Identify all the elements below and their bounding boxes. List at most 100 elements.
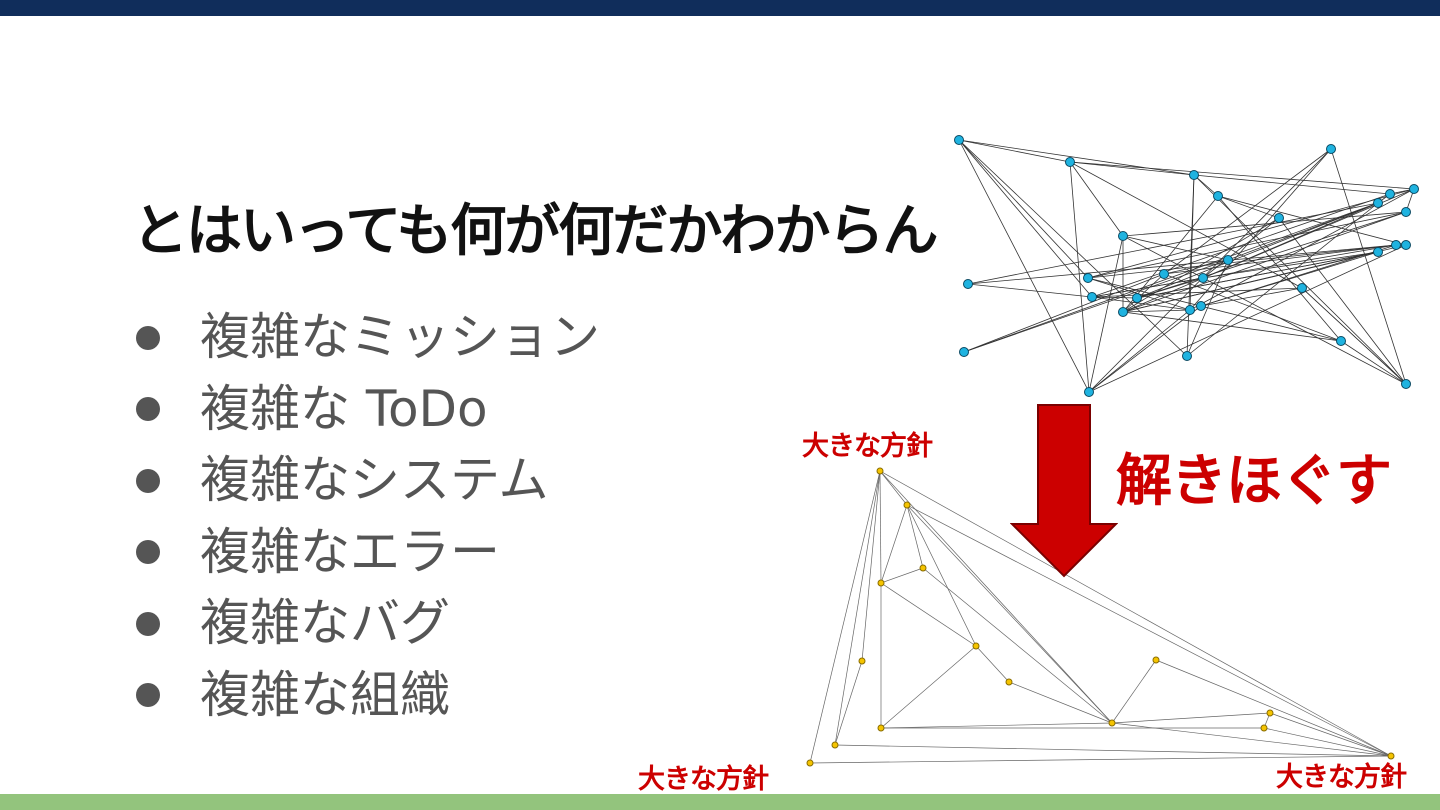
graph-edge	[1163, 244, 1397, 275]
graph-edge	[834, 744, 1392, 757]
graph-edge	[1202, 217, 1280, 279]
bullet-text: 複雑なバグ	[200, 594, 450, 652]
bullet-item: 複雑なエラー	[136, 517, 600, 589]
policy-label-top: 大きな方針	[802, 431, 933, 462]
graph-edge	[880, 504, 908, 584]
graph-node	[1196, 301, 1206, 311]
graph-edge	[922, 567, 1113, 724]
graph-edge	[879, 470, 908, 506]
graph-edge	[1091, 296, 1191, 311]
bullet-list: 複雑なミッション 複雑な ToDo 複雑なシステム 複雑なエラー 複雑なバグ 複…	[136, 302, 600, 731]
bullet-dot-icon	[136, 468, 160, 493]
graph-edge	[1186, 202, 1379, 357]
graph-node	[1189, 170, 1199, 180]
graph-edge	[1122, 217, 1280, 313]
graph-node	[1159, 269, 1169, 279]
top-bar	[0, 0, 1440, 16]
bullet-dot-icon	[136, 325, 160, 350]
graph-node	[1385, 189, 1395, 199]
graph-edge	[1111, 659, 1157, 724]
graph-edge	[963, 273, 1165, 353]
graph-node	[1223, 255, 1233, 265]
graph-node	[1152, 656, 1160, 664]
graph-edge	[1122, 211, 1407, 237]
graph-node	[1401, 379, 1411, 389]
graph-node	[831, 741, 839, 749]
graph-edge	[1301, 287, 1407, 385]
graph-edge	[1330, 148, 1407, 385]
graph-edge	[879, 470, 1392, 757]
graph-node	[877, 579, 885, 587]
graph-edge	[1069, 161, 1303, 289]
bullet-item: 複雑なシステム	[136, 445, 600, 517]
slide-title: とはいっても何が何だかわからん	[132, 199, 938, 264]
graph-node	[1185, 305, 1195, 315]
bullet-text: 複雑な組織	[200, 665, 450, 724]
graph-edge	[1111, 712, 1271, 724]
graph-edge	[879, 470, 882, 584]
graph-edge	[1008, 681, 1113, 724]
graph-node	[1409, 184, 1419, 194]
graph-node	[1401, 240, 1411, 250]
graph-edge	[1163, 148, 1332, 275]
graph-node	[1213, 191, 1223, 201]
graph-edge	[1189, 188, 1415, 311]
bullet-text: 複雑なミッション	[200, 308, 600, 366]
bullet-item: 複雑なミッション	[136, 302, 600, 374]
graph-edge	[1163, 273, 1342, 342]
graph-node	[1274, 213, 1284, 223]
graph-node	[1108, 719, 1116, 727]
graph-edge	[1088, 305, 1202, 393]
graph-edge	[1340, 340, 1407, 385]
graph-edge	[1122, 251, 1379, 313]
graph-edge	[1122, 235, 1229, 261]
graph-edge	[958, 139, 1195, 176]
graph-node	[1065, 157, 1075, 167]
graph-edge	[809, 470, 881, 764]
graph-edge	[1217, 195, 1280, 219]
graph-edge	[958, 139, 1188, 357]
graph-edge	[967, 283, 1093, 298]
graph-edge	[1122, 235, 1407, 385]
graph-edge	[1227, 202, 1379, 261]
graph-edge	[1163, 259, 1229, 275]
bullet-dot-icon	[136, 611, 160, 636]
bullet-item: 複雑な ToDo	[136, 374, 600, 446]
graph-edge	[1122, 309, 1191, 313]
bullet-item: 複雑なバグ	[136, 588, 600, 660]
graph-node	[858, 657, 866, 665]
graph-edge	[1193, 174, 1391, 195]
graph-node	[959, 347, 969, 357]
graph-edge	[906, 504, 1113, 724]
graph-node	[972, 642, 980, 650]
graph-edge	[1088, 309, 1191, 393]
bullet-dot-icon	[136, 540, 160, 565]
graph-edge	[1217, 195, 1342, 342]
graph-node	[1132, 293, 1142, 303]
graph-edge	[963, 202, 1379, 353]
graph-node	[1182, 351, 1192, 361]
graph-edge	[906, 504, 924, 569]
graph-edge	[879, 470, 1113, 724]
graph-edge	[834, 660, 863, 746]
graph-edge	[880, 567, 924, 584]
graph-edge	[1122, 273, 1165, 313]
graph-edge	[958, 139, 1089, 279]
graph-edge	[1091, 193, 1391, 298]
graph-edge	[958, 139, 1093, 298]
bullet-dot-icon	[136, 397, 160, 422]
bullet-item: 複雑な組織	[136, 660, 600, 732]
graph-edge	[1217, 195, 1407, 246]
graph-node	[876, 467, 884, 475]
graph-edge	[1091, 244, 1397, 298]
graph-edge	[1088, 148, 1332, 393]
bullet-text: 複雑なエラー	[200, 522, 500, 581]
graph-edge	[1136, 211, 1407, 299]
graph-node	[963, 279, 973, 289]
graph-node	[1198, 273, 1208, 283]
graph-node	[1373, 198, 1383, 208]
untangle-label: 解きほぐす	[1116, 449, 1392, 514]
graph-edge	[975, 645, 1010, 683]
graph-node	[903, 501, 911, 509]
